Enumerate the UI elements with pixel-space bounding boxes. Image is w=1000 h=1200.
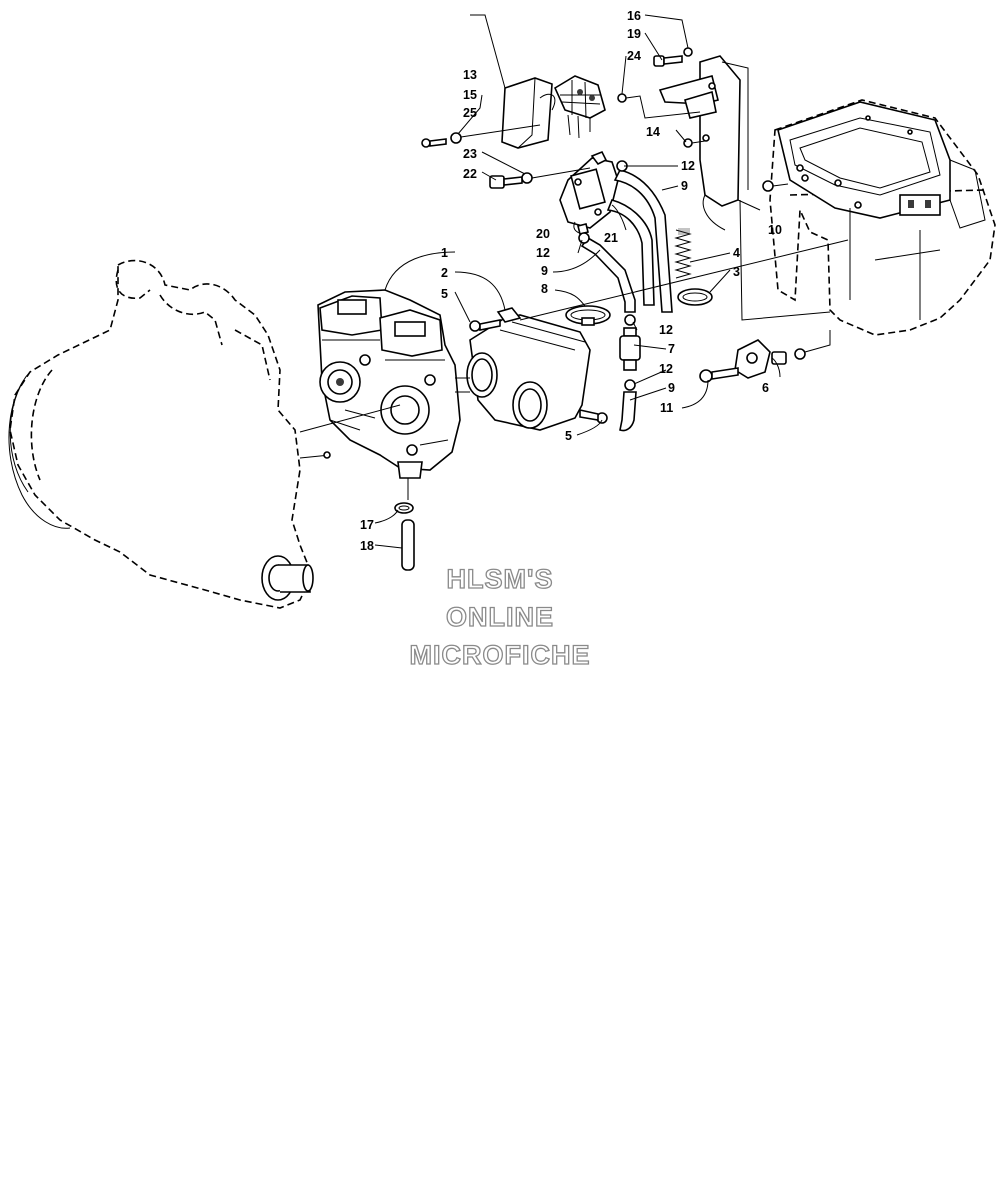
callout-12-pump: 12: [536, 246, 550, 260]
watermark: HLSM'S ONLINE MICROFICHE: [409, 563, 591, 670]
callout-5-top: 5: [441, 287, 448, 301]
fuel-hose-9-upper: [613, 169, 673, 313]
callout-10: 10: [768, 223, 782, 237]
screw-5-bottom: [579, 409, 608, 424]
mounting-bracket-10: [658, 55, 831, 321]
callout-5-bottom: 5: [565, 429, 572, 443]
fuel-filter-7: [619, 327, 641, 371]
callout-6: 6: [762, 381, 769, 395]
callout-23: 23: [463, 147, 477, 161]
intake-adapter: [455, 307, 591, 431]
callout-12-upper: 12: [681, 159, 695, 173]
screw-5-top: [469, 319, 501, 332]
callout-22: 22: [463, 167, 477, 181]
callout-19: 19: [627, 27, 641, 41]
callout-24: 24: [627, 49, 641, 63]
fuel-hose-9-lower: [580, 236, 636, 313]
callout-7: 7: [668, 342, 675, 356]
hose-clamp-8: [565, 305, 611, 326]
fuel-hose-9-short: [619, 391, 637, 432]
callout-13: 13: [463, 68, 477, 82]
bolt-15-25: [421, 124, 541, 148]
bolt-16-19: [653, 47, 693, 67]
watermark-line-2: ONLINE: [446, 602, 554, 632]
fuel-hose-21: [606, 199, 655, 306]
carburetor-assembly: [299, 289, 461, 479]
callout-17: 17: [360, 518, 374, 532]
callout-9-upper: 9: [681, 179, 688, 193]
callout-14: 14: [646, 125, 660, 139]
spring-4: [674, 228, 692, 279]
nut-14: [683, 138, 706, 148]
leader-lines: [374, 14, 781, 549]
callout-11: 11: [660, 401, 673, 415]
drain-clip-17: [394, 502, 414, 514]
wiring-connector: [553, 75, 606, 139]
callout-12-filter-bottom: 12: [659, 362, 673, 376]
drain-tube-18: [401, 478, 415, 571]
washer-24: [617, 93, 701, 119]
airbox-housing: [769, 99, 996, 336]
callout-25: 25: [463, 106, 477, 120]
callout-2: 2: [441, 266, 448, 280]
callout-9-lower: 9: [668, 381, 675, 395]
callout-15: 15: [463, 88, 477, 102]
watermark-line-3: MICROFICHE: [410, 640, 591, 670]
callout-4: 4: [733, 246, 740, 260]
callout-18: 18: [360, 539, 374, 553]
callout-3: 3: [733, 265, 740, 279]
assembly-line: [519, 239, 849, 321]
callout-12-filter-top: 12: [659, 323, 673, 337]
engine-outline: [8, 259, 331, 609]
hose-clamp-3: [677, 288, 713, 306]
fuel-pump: [559, 150, 619, 235]
control-module-13: [501, 77, 556, 149]
callout-1: 1: [441, 246, 448, 260]
throttle-sensor-6: [734, 330, 831, 379]
callout-20: 20: [536, 227, 550, 241]
callout-21: 21: [604, 231, 618, 245]
airbox-nut: [762, 180, 789, 192]
callout-9-middle: 9: [541, 264, 548, 278]
watermark-line-1: HLSM'S: [447, 564, 554, 594]
callout-8: 8: [541, 282, 548, 296]
hose-clamp-12-set: [578, 160, 636, 391]
callout-labels: 1 2 3 4 5 5 6 7 8 9 9 9 10 11 12 12 12 1…: [360, 9, 782, 553]
callout-16: 16: [627, 9, 641, 23]
bolt-11: [699, 367, 739, 383]
